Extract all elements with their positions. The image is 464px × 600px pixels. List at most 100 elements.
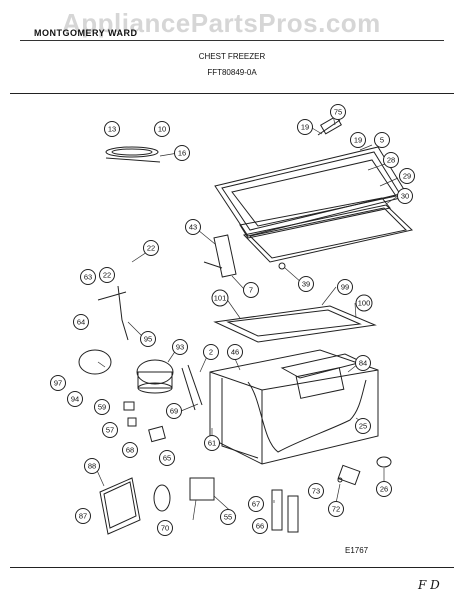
callout-label: 70	[161, 524, 169, 533]
callout-43: 43	[185, 219, 201, 235]
callout-19b: 19	[350, 132, 366, 148]
bottom-divider	[10, 567, 454, 568]
callout-88: 88	[84, 458, 100, 474]
callout-100: 100	[355, 294, 373, 312]
handle-parts	[105, 146, 161, 163]
callout-72: 72	[328, 501, 344, 517]
callout-39: 39	[298, 276, 314, 292]
callout-28: 28	[383, 152, 399, 168]
callout-label: 68	[126, 446, 134, 455]
callout-label: 99	[341, 283, 349, 292]
callout-46: 46	[227, 344, 243, 360]
callout-label: 30	[401, 192, 409, 201]
callout-101: 101	[211, 289, 229, 307]
model-number: FFT80849-0A	[207, 68, 257, 77]
brand-label: MONTGOMERY WARD	[34, 28, 138, 38]
callout-label: 61	[208, 439, 216, 448]
callout-label: 28	[387, 156, 395, 165]
callout-65: 65	[159, 450, 175, 466]
callout-label: 97	[54, 379, 62, 388]
callout-75: 75	[330, 104, 346, 120]
callout-label: 19	[354, 136, 362, 145]
callout-61: 61	[204, 435, 220, 451]
callout-label: 93	[176, 343, 184, 352]
callout-25: 25	[355, 418, 371, 434]
leader-lines	[94, 114, 399, 521]
callout-94: 94	[67, 391, 83, 407]
callout-22a: 22	[143, 240, 159, 256]
callout-26: 26	[376, 481, 392, 497]
callout-10: 10	[154, 121, 170, 137]
callout-84: 84	[355, 355, 371, 371]
figure-code: E1767	[345, 546, 369, 555]
hinge	[203, 234, 286, 278]
top-frame	[213, 305, 377, 343]
callout-label: 22	[147, 244, 155, 253]
handwritten-note: F D	[418, 578, 440, 592]
callout-7: 7	[243, 282, 259, 298]
callout-59: 59	[94, 399, 110, 415]
callout-label: 2	[209, 348, 213, 357]
callout-67: 67	[248, 496, 264, 512]
callout-16: 16	[174, 145, 190, 161]
top-divider	[10, 93, 454, 94]
callout-66: 66	[252, 518, 268, 534]
callout-68: 68	[122, 442, 138, 458]
callout-label: 84	[359, 359, 367, 368]
callout-label: 5	[380, 136, 384, 145]
callout-label: 7	[249, 286, 253, 295]
callout-label: 64	[77, 318, 85, 327]
callout-label: 19	[301, 123, 309, 132]
callout-label: 73	[312, 487, 320, 496]
callout-19: 19	[297, 119, 313, 135]
callout-70: 70	[157, 520, 173, 536]
callout-22b: 22	[99, 267, 115, 283]
callout-label: 16	[178, 149, 186, 158]
callout-label: 55	[224, 513, 232, 522]
compressor-assembly	[78, 285, 203, 443]
callout-label: 63	[84, 273, 92, 282]
callout-57: 57	[102, 422, 118, 438]
callout-label: 87	[79, 512, 87, 521]
callout-label: 26	[380, 485, 388, 494]
callout-label: 46	[231, 348, 239, 357]
callout-69: 69	[166, 403, 182, 419]
callout-label: 95	[144, 335, 152, 344]
callout-label: 88	[88, 462, 96, 471]
callout-95: 95	[140, 331, 156, 347]
callout-64: 64	[73, 314, 89, 330]
callout-29: 29	[399, 168, 415, 184]
callout-label: 10	[158, 125, 166, 134]
callout-label: 69	[170, 407, 178, 416]
callout-2: 2	[203, 344, 219, 360]
callout-label: 22	[103, 271, 111, 280]
watermark: AppliancePartsPros.com	[62, 8, 381, 38]
header-divider	[20, 40, 444, 41]
callout-label: 25	[359, 422, 367, 431]
callout-5: 5	[374, 132, 390, 148]
callout-label: 13	[108, 125, 116, 134]
callout-label: 66	[256, 522, 264, 531]
callout-87: 87	[75, 508, 91, 524]
callout-label: 75	[334, 108, 342, 117]
product-title: CHEST FREEZER	[198, 52, 266, 61]
callout-13: 13	[104, 121, 120, 137]
callout-73: 73	[308, 483, 324, 499]
callout-label: 94	[71, 395, 79, 404]
lower-parts	[99, 456, 392, 535]
callout-label: 43	[189, 223, 197, 232]
callout-label: 39	[302, 280, 310, 289]
callout-label: 65	[163, 454, 171, 463]
callout-label: 101	[214, 294, 227, 303]
cabinet	[209, 349, 379, 465]
callout-label: 59	[98, 403, 106, 412]
callout-97: 97	[50, 375, 66, 391]
callout-63: 63	[80, 269, 96, 285]
callout-label: 72	[332, 505, 340, 514]
callout-93: 93	[172, 339, 188, 355]
callout-99: 99	[337, 279, 353, 295]
callout-label: 100	[358, 299, 371, 308]
callout-30: 30	[397, 188, 413, 204]
